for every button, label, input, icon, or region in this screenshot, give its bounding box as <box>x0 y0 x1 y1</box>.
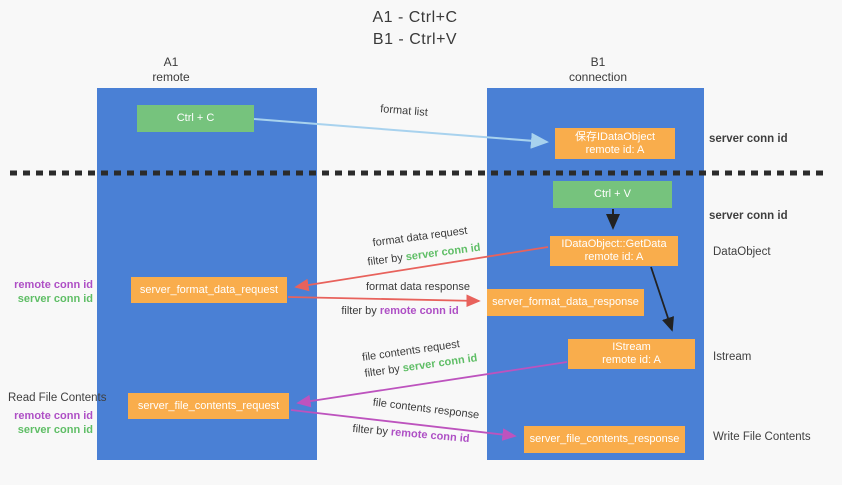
filter-by-remote-conn-id-label-2: filter by remote conn id <box>349 423 474 446</box>
dataobject-annotation: DataObject <box>713 246 771 258</box>
filter-prefix: filter by <box>363 362 404 380</box>
server-format-data-response-box: server_format_data_response <box>487 289 644 316</box>
getdata-line2: remote id: A <box>584 251 644 263</box>
server-file-contents-response-box: server_file_contents_response <box>524 426 685 453</box>
server-conn-id-annotation-top: server conn id <box>709 133 788 145</box>
save-idataobject-box: 保存IDataObject remote id: A <box>555 128 675 159</box>
filter-prefix: filter by <box>366 251 407 269</box>
ctrl-v-label: Ctrl + V <box>594 188 631 200</box>
istream-line1: IStream <box>612 341 651 353</box>
conn-id-annotation-group-1: remote conn id server conn id <box>14 278 93 306</box>
istream-line2: remote id: A <box>602 354 661 366</box>
server-conn-id-annotation-mid: server conn id <box>709 210 788 222</box>
remote-conn-id-highlight: remote conn id <box>390 426 470 446</box>
getdata-line1: IDataObject::GetData <box>561 238 667 250</box>
ctrl-c-box: Ctrl + C <box>137 105 254 132</box>
server-format-data-request-label: server_format_data_request <box>139 283 279 296</box>
column-a1-subtitle: remote <box>152 70 190 84</box>
server-conn-id-highlight: server conn id <box>405 241 482 264</box>
column-a1-name: A1 <box>163 55 179 69</box>
column-b1-name: B1 <box>590 55 606 69</box>
title-line-1: A1 - Ctrl+C <box>372 9 458 26</box>
idataobject-getdata-box: IDataObject::GetData remote id: A <box>550 236 678 266</box>
save-idataobject-line1: 保存IDataObject <box>574 130 656 143</box>
title-line-2: B1 - Ctrl+V <box>372 31 458 48</box>
remote-conn-id-annotation: remote conn id <box>14 410 93 422</box>
column-header-b1: B1 connection <box>538 55 658 85</box>
istream-box: IStream remote id: A <box>568 339 695 369</box>
server-file-contents-request-box: server_file_contents_request <box>128 393 289 419</box>
save-idataobject-line2: remote id: A <box>585 143 645 156</box>
format-list-label: format list <box>379 103 429 119</box>
write-file-contents-annotation: Write File Contents <box>713 431 811 443</box>
ctrl-c-label: Ctrl + C <box>176 112 215 124</box>
server-format-data-request-box: server_format_data_request <box>131 277 287 303</box>
format-data-response-label: format data response <box>366 281 470 293</box>
server-conn-id-annotation: server conn id <box>17 293 93 305</box>
server-conn-id-annotation: server conn id <box>17 424 93 436</box>
diagram-title: A1 - Ctrl+C B1 - Ctrl+V <box>330 7 500 51</box>
server-format-data-response-label: server_format_data_response <box>492 296 639 308</box>
filter-prefix: filter by <box>352 422 392 439</box>
ctrl-v-box: Ctrl + V <box>553 181 672 208</box>
istream-annotation: Istream <box>713 351 752 363</box>
filter-by-remote-conn-id-label-1: filter by remote conn id <box>340 305 460 317</box>
server-file-contents-response-label: server_file_contents_response <box>529 433 680 445</box>
server-file-contents-request-label: server_file_contents_request <box>137 399 280 412</box>
conn-id-annotation-group-2: remote conn id server conn id <box>14 409 93 437</box>
filter-prefix: filter by <box>341 305 380 317</box>
column-header-a1: A1 remote <box>111 55 231 85</box>
remote-conn-id-highlight: remote conn id <box>379 305 459 317</box>
column-b1-subtitle: connection <box>568 70 628 84</box>
read-file-contents-annotation: Read File Contents <box>8 392 107 404</box>
file-contents-response-label: file contents response <box>372 396 480 422</box>
remote-conn-id-annotation: remote conn id <box>14 279 93 291</box>
